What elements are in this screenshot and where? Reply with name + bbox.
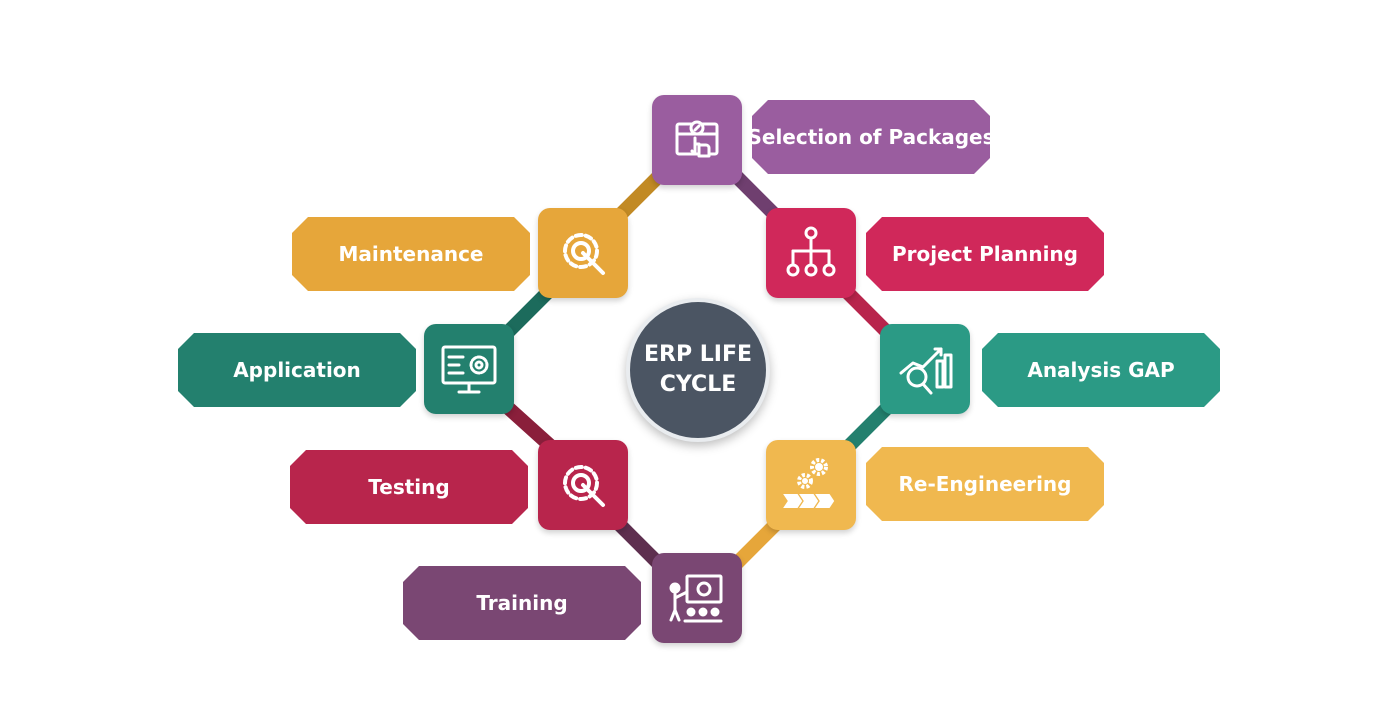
monitor-gear-icon [441, 345, 497, 394]
center-title-line2: CYCLE [659, 372, 737, 397]
tile-analysis-gap [880, 324, 970, 414]
gear-wrench-icon [563, 233, 605, 275]
tile-testing [538, 440, 628, 530]
stage-label-re-engineering: Re-Engineering [866, 447, 1104, 521]
tile-maintenance [538, 208, 628, 298]
connector-application-maintenance [498, 283, 557, 342]
tile-training [652, 553, 742, 643]
analysis-chart-icon [899, 347, 953, 395]
gears-process-icon [783, 458, 835, 508]
stage-label-application: Application [178, 333, 416, 407]
connector-analysis-reengineering [838, 398, 897, 457]
hierarchy-icon [786, 226, 836, 277]
stage-label-training: Training [403, 566, 641, 640]
package-selection-icon [675, 120, 719, 158]
center-title-line1: ERP LIFE [643, 342, 752, 367]
tile-re-engineering [766, 440, 856, 530]
tile-application [424, 324, 514, 414]
erp-life-cycle-center: ERP LIFE CYCLE [626, 298, 770, 442]
stage-label-analysis-gap: Analysis GAP [982, 333, 1220, 407]
gear-wrench-icon [563, 465, 605, 507]
presentation-icon [669, 574, 723, 623]
stage-label-project-planning: Project Planning [866, 217, 1104, 291]
tile-project-planning [766, 208, 856, 298]
stage-label-maintenance: Maintenance [292, 217, 530, 291]
tile-selection-of-packages [652, 95, 742, 185]
stage-label-testing: Testing [290, 450, 528, 524]
stage-label-selection-of-packages: Selection of Packages [752, 100, 990, 174]
